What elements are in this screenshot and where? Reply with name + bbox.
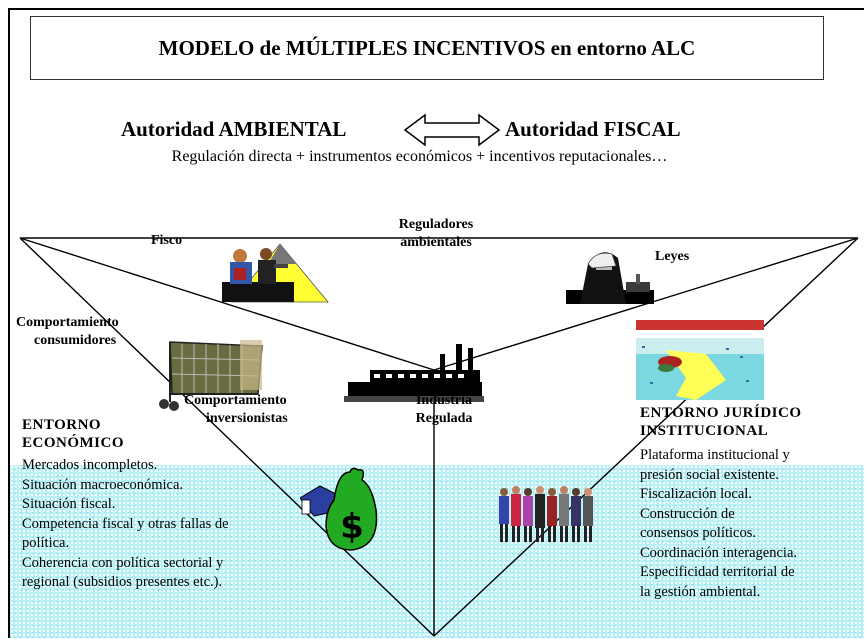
label-reguladores-line1: Reguladores	[398, 217, 474, 232]
list-item: consensos políticos.	[640, 525, 756, 541]
label-fisco: Fisco	[151, 233, 183, 248]
shopping-cart-icon	[159, 340, 263, 411]
list-item: Situación fiscal.	[22, 496, 116, 512]
list-item: Construcción de	[640, 505, 735, 522]
entorno-juridico-heading-line2: INSTITUCIONAL	[640, 423, 769, 439]
label-consumidores-line1: Comportamiento	[16, 315, 119, 330]
entorno-economico-list: Mercados incompletos. Situación macroeco…	[22, 456, 352, 593]
label-reguladores: Reguladores ambientales	[372, 216, 500, 252]
list-item: Plataforma institucional y	[640, 447, 790, 463]
list-item: Especificidad territorial de	[640, 564, 795, 580]
label-consumidores-line2: consumidores	[34, 333, 117, 348]
title-text: MODELO de MÚLTIPLES INCENTIVOS en entorn…	[158, 35, 696, 60]
entorno-economico-heading-line1: ENTORNO	[22, 417, 102, 433]
label-inversionistas-line2: inversionistas	[206, 411, 288, 426]
list-item: Fiscalización local.	[640, 486, 752, 502]
entorno-juridico-list: Plataforma institucional y presión socia…	[640, 446, 866, 602]
crowd-icon	[499, 486, 593, 542]
judge-icon	[566, 252, 654, 304]
list-item: Mercados incompletos.	[22, 457, 158, 473]
list-item: la gestión ambiental.	[640, 583, 761, 600]
authority-row: Autoridad AMBIENTAL Autoridad FISCAL	[0, 113, 867, 147]
label-inversionistas-line1: Comportamiento	[184, 393, 287, 408]
list-item: Coordinación interagencia.	[640, 544, 798, 561]
subtitle: Regulación directa + instrumentos económ…	[0, 148, 867, 166]
dollar-sign: $	[340, 507, 364, 547]
label-inversionistas: Comportamiento inversionistas	[184, 392, 288, 428]
landscape-icon	[636, 320, 764, 400]
subtitle-text: Regulación directa + instrumentos económ…	[171, 148, 668, 165]
list-item: Competencia fiscal y otras fallas de	[22, 515, 229, 532]
right-inner-line	[433, 237, 859, 371]
left-edge-line	[19, 237, 435, 637]
double-arrow-icon	[403, 113, 501, 147]
entorno-economico-heading-line2: ECONÓMICO	[22, 435, 124, 451]
entorno-juridico-heading: ENTORNO JURÍDICO INSTITUCIONAL	[640, 404, 802, 440]
label-reguladores-line2: ambientales	[400, 235, 472, 250]
label-industria-line1: Industria	[415, 393, 473, 408]
list-item: presión social existente.	[640, 466, 779, 483]
authority-fiscal: Autoridad FISCAL	[505, 117, 681, 141]
label-industria: Industria Regulada	[394, 392, 494, 428]
list-item: Coherencia con política sectorial y	[22, 554, 224, 571]
list-item: Situación macroeconómica.	[22, 476, 184, 493]
people-at-desk-icon	[222, 243, 329, 303]
label-leyes: Leyes	[655, 249, 690, 264]
left-inner-line	[19, 237, 435, 371]
page-title: MODELO de MÚLTIPLES INCENTIVOS en entorn…	[30, 16, 824, 80]
entorno-economico-heading: ENTORNO ECONÓMICO	[22, 416, 124, 452]
entorno-juridico-heading-line1: ENTORNO JURÍDICO	[640, 405, 802, 421]
label-consumidores: Comportamiento consumidores	[16, 314, 119, 350]
right-edge-line	[433, 237, 859, 637]
label-industria-line2: Regulada	[415, 411, 473, 426]
diagram-frame	[8, 8, 864, 638]
water-background	[10, 465, 864, 638]
factory-icon	[344, 344, 484, 402]
list-item: regional (subsidios presentes etc.).	[22, 574, 223, 590]
authority-ambiental: Autoridad AMBIENTAL	[121, 117, 347, 141]
money-bag-icon: $	[300, 467, 378, 551]
list-item: política.	[22, 535, 70, 551]
